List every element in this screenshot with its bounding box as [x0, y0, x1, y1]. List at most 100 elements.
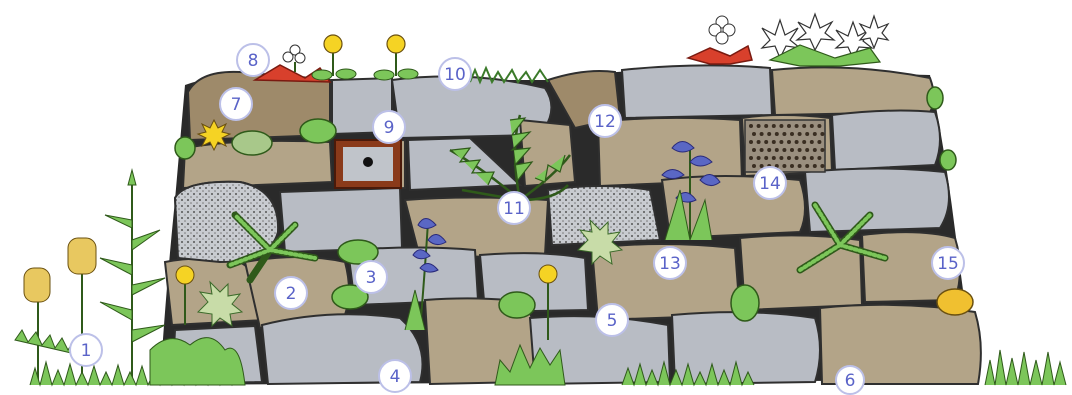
insect-hole [767, 148, 771, 152]
insect-hole [779, 140, 783, 144]
leaf-cushion [927, 87, 943, 109]
marker-14: 14 [754, 167, 786, 199]
marker-9: 9 [373, 111, 405, 143]
insect-hole [798, 132, 802, 136]
insect-hole [757, 140, 761, 144]
insect-hole [802, 156, 806, 160]
stone [280, 188, 402, 252]
marker-9-label: 9 [384, 118, 395, 138]
insect-hole [790, 148, 794, 152]
insect-hole [820, 132, 824, 136]
insect-hole [775, 148, 779, 152]
marker-1: 1 [70, 334, 102, 366]
marker-10: 10 [439, 58, 471, 90]
insect-hole [820, 148, 824, 152]
insect-hole [764, 124, 768, 128]
insect-hole [813, 164, 817, 168]
insect-hole [798, 164, 802, 168]
insect-hole [752, 148, 756, 152]
marker-8-label: 8 [248, 51, 259, 71]
marker-11-label: 11 [503, 199, 525, 219]
marker-13-label: 13 [659, 254, 681, 274]
insect-hole [805, 148, 809, 152]
insect-hole [749, 124, 753, 128]
leaf-cushion [731, 285, 759, 321]
insect-hole [782, 132, 786, 136]
insect-hole [813, 148, 817, 152]
nesting-box [335, 140, 401, 188]
insect-hole [787, 156, 791, 160]
marker-1-label: 1 [81, 341, 92, 361]
insect-hole [795, 156, 799, 160]
insect-hole [772, 140, 776, 144]
marker-4-label: 4 [390, 367, 401, 387]
insect-hole [749, 140, 753, 144]
marker-2: 2 [275, 277, 307, 309]
insect-hole [775, 132, 779, 136]
insect-hole [802, 124, 806, 128]
marker-8: 8 [237, 44, 269, 76]
insect-hole [805, 132, 809, 136]
marker-5: 5 [596, 304, 628, 336]
insect-hole [764, 156, 768, 160]
marker-4: 4 [379, 360, 411, 392]
insect-hole [813, 132, 817, 136]
stone [672, 312, 820, 384]
stone [622, 65, 772, 118]
marker-12: 12 [589, 105, 621, 137]
insect-hole [772, 124, 776, 128]
insect-hole [752, 164, 756, 168]
insect-hole [817, 140, 821, 144]
insect-hole [779, 124, 783, 128]
top-white-star-flowers [762, 14, 888, 66]
leaf-cushion [940, 150, 956, 170]
top-grass-tuft [470, 68, 548, 82]
insect-hole [772, 156, 776, 160]
leaf-cushion [300, 119, 336, 143]
stone [832, 111, 940, 170]
insect-hole [760, 164, 764, 168]
insect-hole [749, 156, 753, 160]
insect-hole [810, 156, 814, 160]
insect-hole [752, 132, 756, 136]
insect-hole [798, 148, 802, 152]
insect-hole [757, 156, 761, 160]
marker-13: 13 [654, 247, 686, 279]
marker-11: 11 [498, 192, 530, 224]
insect-hole [757, 124, 761, 128]
insect-hole [790, 164, 794, 168]
insect-hole [779, 156, 783, 160]
marker-6-label: 6 [845, 371, 856, 391]
insect-hole [782, 164, 786, 168]
marker-7-label: 7 [231, 95, 242, 115]
insect-hole [767, 132, 771, 136]
leaf-cushion [175, 137, 195, 159]
top-red-succulent-right [688, 16, 752, 64]
marker-3: 3 [355, 261, 387, 293]
insect-hole [817, 156, 821, 160]
insect-hole [802, 140, 806, 144]
insect-hole [787, 124, 791, 128]
insect-hole [820, 164, 824, 168]
stone [772, 67, 934, 115]
insect-hole [782, 148, 786, 152]
insect-hole [760, 148, 764, 152]
insect-hole [795, 140, 799, 144]
marker-6: 6 [836, 366, 864, 394]
stone [520, 120, 575, 186]
insect-hole [790, 132, 794, 136]
insect-hole [787, 140, 791, 144]
insect-hole [810, 124, 814, 128]
marker-2-label: 2 [286, 284, 297, 304]
marker-14-label: 14 [759, 174, 781, 194]
insect-hole [817, 124, 821, 128]
insect-hole [764, 140, 768, 144]
marker-12-label: 12 [594, 112, 616, 132]
insect-hole [805, 164, 809, 168]
insect-hole [760, 132, 764, 136]
insect-hole [810, 140, 814, 144]
top-yellow-flowers [312, 35, 418, 80]
marker-15-label: 15 [937, 254, 959, 274]
insect-hole [795, 124, 799, 128]
leaf-cushion [499, 292, 535, 318]
